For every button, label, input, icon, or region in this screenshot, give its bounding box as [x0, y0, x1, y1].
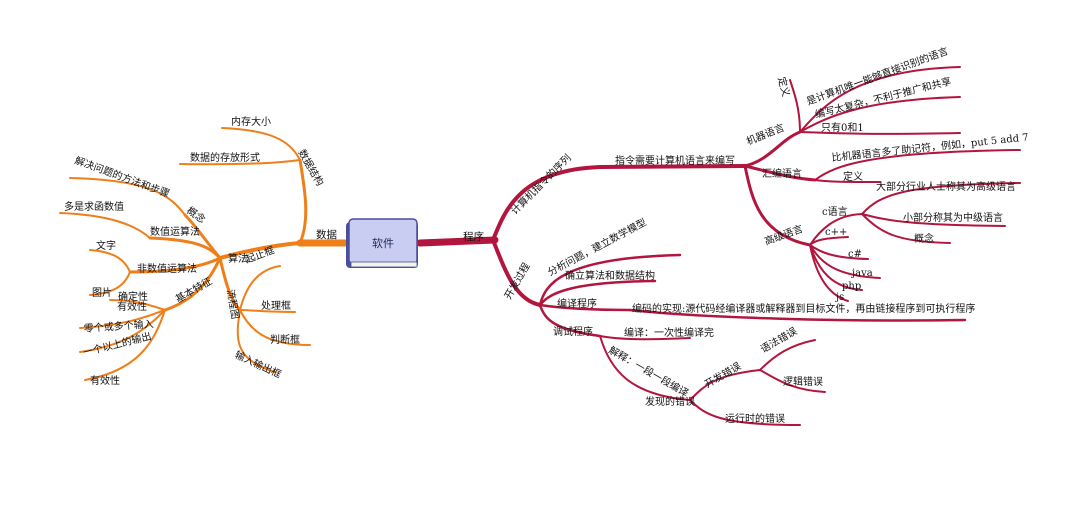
- node-feature-certainty[interactable]: 确定性: [118, 290, 148, 303]
- node-flow-decision[interactable]: 判断框: [270, 333, 300, 346]
- node-dev-algo[interactable]: 确立算法和数据结构: [565, 269, 655, 282]
- center-book-node[interactable]: 软件: [346, 218, 418, 268]
- node-non-numeric[interactable]: 非数值运算法: [137, 262, 197, 275]
- node-flow-io[interactable]: 输入输出框: [233, 348, 284, 381]
- left-branches: [59, 127, 349, 381]
- node-algorithm[interactable]: 算法: [228, 252, 248, 265]
- node-machine-only[interactable]: 只有0和1: [821, 121, 864, 134]
- node-c-high[interactable]: 大部分行业人士称其为高级语言: [876, 180, 1016, 193]
- node-instruction-seq[interactable]: 计算机指令的序列: [508, 151, 574, 217]
- center-label: 软件: [372, 236, 394, 250]
- node-numeric-text[interactable]: 多是求函数值: [64, 200, 124, 213]
- node-found-errors[interactable]: 发现的错误: [645, 395, 695, 408]
- node-algo-concept[interactable]: 概念: [184, 204, 208, 226]
- node-dev-debug[interactable]: 调试程序: [553, 325, 593, 338]
- node-program[interactable]: 程序: [463, 230, 484, 243]
- node-c-mid[interactable]: 小部分称其为中级语言: [903, 211, 1003, 224]
- node-mem-size[interactable]: 内存大小: [231, 115, 271, 128]
- node-dev-compile[interactable]: 编译程序: [557, 297, 597, 310]
- node-debug-compile[interactable]: 编译：一次性编译完: [624, 326, 714, 339]
- node-assembly[interactable]: 汇编语言: [762, 167, 802, 180]
- node-runtime-error[interactable]: 运行时的错误: [725, 412, 785, 425]
- node-lang-js[interactable]: js: [835, 292, 844, 303]
- node-c-concept[interactable]: 概念: [914, 232, 934, 245]
- node-numeric[interactable]: 数值运算法: [150, 225, 200, 238]
- book-pages: [350, 261, 418, 268]
- node-assembly-mnemonic[interactable]: 比机器语言多了助记符，例如，put 5 add 7: [831, 130, 1029, 164]
- node-feature-effective[interactable]: 有效性: [117, 300, 147, 313]
- right-labels: 程序 计算机指令的序列 指令需要计算机语言来编写 机器语言 定义 是计算机唯一能…: [463, 44, 1029, 425]
- node-lang-cs[interactable]: c#: [848, 249, 862, 260]
- node-storage-form[interactable]: 数据的存放形式: [190, 151, 260, 164]
- node-dev-errors[interactable]: 开发错误: [702, 359, 743, 390]
- node-data[interactable]: 数据: [316, 228, 337, 241]
- node-dev-analyze[interactable]: 分析问题，建立数学模型: [545, 216, 648, 279]
- node-assembly-def[interactable]: 定义: [843, 170, 863, 183]
- node-lang-java[interactable]: java: [851, 268, 873, 279]
- node-dev-compile-text[interactable]: 编码的实现:源代码经编译器或解释器到目标文件，再由链接程序到可执行程序: [632, 302, 975, 315]
- node-basic-features[interactable]: 基本特征: [173, 274, 214, 305]
- node-flow-process[interactable]: 处理框: [261, 299, 291, 312]
- node-written-by-lang[interactable]: 指令需要计算机语言来编写: [615, 154, 735, 167]
- node-logic-error[interactable]: 逻辑错误: [783, 375, 823, 388]
- node-feature-validity[interactable]: 有效性: [90, 374, 120, 387]
- node-lang-cpp[interactable]: c++: [825, 227, 847, 238]
- node-text[interactable]: 文字: [96, 239, 116, 252]
- node-syntax-error[interactable]: 语法错误: [758, 324, 799, 355]
- node-c-lang[interactable]: c语言: [822, 205, 848, 218]
- node-algo-concept-text[interactable]: 解决问题的方法和步骤: [73, 154, 171, 200]
- node-machine-def[interactable]: 定义: [775, 75, 793, 98]
- node-lang-php[interactable]: php: [842, 281, 861, 292]
- node-image[interactable]: 图片: [92, 286, 112, 299]
- right-branches: [416, 66, 1021, 426]
- node-flowchart[interactable]: 流程图: [224, 288, 242, 320]
